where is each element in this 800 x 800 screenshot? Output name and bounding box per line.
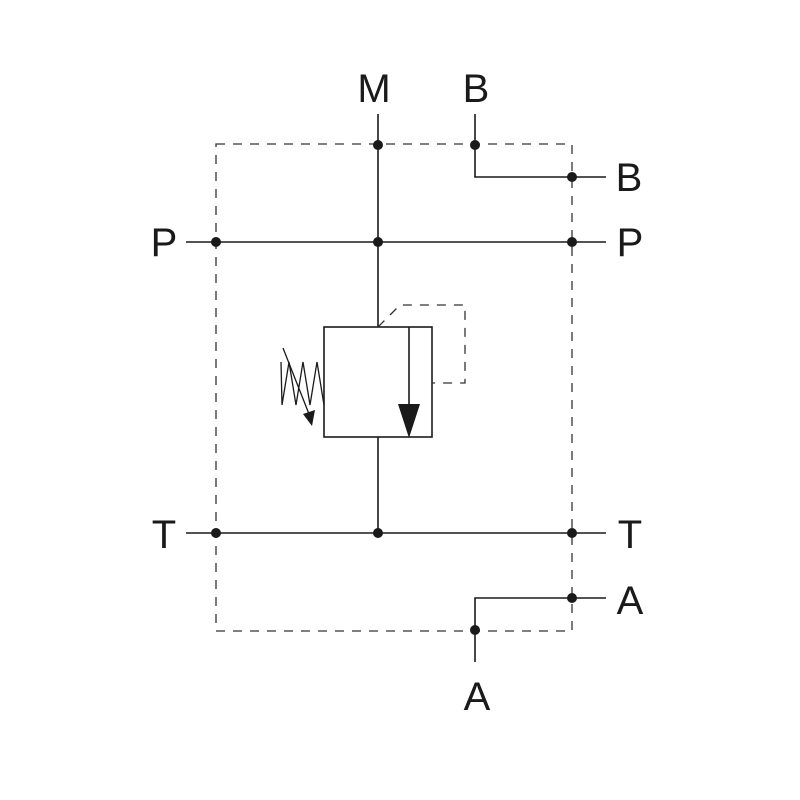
port-label-b-top: B: [463, 67, 490, 111]
block-boundary: [215, 143, 573, 632]
spring-adjust-arrow: [303, 410, 315, 426]
port-label-p-left: P: [151, 221, 178, 265]
junction-dot-b-right: [567, 172, 577, 182]
spring-adjust-line: [282, 347, 310, 415]
junction-dot-b-top: [470, 140, 480, 150]
junction-dot-p-right: [567, 237, 577, 247]
line-b: [474, 114, 606, 178]
line-a: [474, 597, 606, 662]
junction-dot-t-right: [567, 528, 577, 538]
valve-flow-arrow: [398, 404, 420, 438]
port-label-a-bottom: A: [464, 675, 491, 719]
junction-dot-p-center: [373, 237, 383, 247]
valve-body: [323, 326, 433, 438]
spring-symbol: [280, 361, 325, 406]
junction-dot-a-bottom: [470, 625, 480, 635]
port-label-t-right: T: [618, 513, 642, 557]
port-label-p-right: P: [617, 221, 644, 265]
junction-dot-p-left: [211, 237, 221, 247]
port-label-m-top: M: [357, 67, 390, 111]
port-label-b-right: B: [616, 156, 643, 200]
junction-dot-a-right: [567, 593, 577, 603]
port-label-a-right: A: [617, 579, 644, 623]
junction-dot-t-center: [373, 528, 383, 538]
junction-dot-m-top: [373, 140, 383, 150]
pilot-line: [377, 304, 466, 384]
junction-dot-t-left: [211, 528, 221, 538]
port-label-t-left: T: [152, 513, 176, 557]
